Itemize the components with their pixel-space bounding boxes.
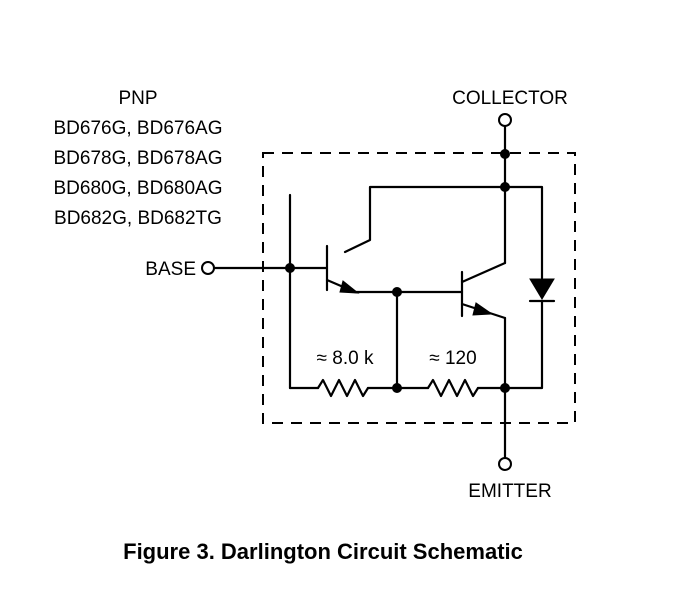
base-label: BASE [145, 259, 196, 280]
resistor-8k-label: ≈ 8.0 k [317, 348, 374, 369]
part-number-line: BD678G, BD678AG [54, 148, 223, 169]
part-number-line: BD676G, BD676AG [54, 118, 223, 139]
emitter-terminal [498, 457, 512, 471]
collector-terminal [498, 113, 512, 127]
q2-transistor [460, 261, 507, 320]
device-label-block: PNP BD676G, BD676AG BD678G, BD678AG BD68… [54, 88, 223, 229]
mid-rail-node [392, 383, 402, 393]
resistor-120-label: ≈ 120 [429, 348, 476, 369]
diode [528, 278, 556, 303]
q1-collector-wire [343, 185, 507, 254]
base-terminal [201, 261, 215, 275]
emitter-label: EMITTER [468, 481, 551, 502]
resistor-8k [316, 378, 370, 398]
collector-junction [500, 149, 510, 159]
diode-emitter-wire [503, 299, 544, 390]
figure-caption: Figure 3. Darlington Circuit Schematic [123, 539, 523, 564]
q2-emitter-arrow [472, 302, 494, 316]
part-number-line: BD680G, BD680AG [54, 178, 223, 199]
device-type-label: PNP [118, 88, 157, 109]
part-number-line: BD682G, BD682TG [54, 208, 222, 229]
q2-collector [460, 261, 507, 284]
diode-collector-wire [503, 185, 544, 280]
package-outline [262, 152, 576, 424]
resistor-120 [426, 378, 480, 398]
q1-transistor [325, 244, 360, 294]
diode-body [529, 278, 555, 300]
collector-label: COLLECTOR [452, 88, 568, 109]
q1-emitter-arrow [339, 280, 360, 294]
